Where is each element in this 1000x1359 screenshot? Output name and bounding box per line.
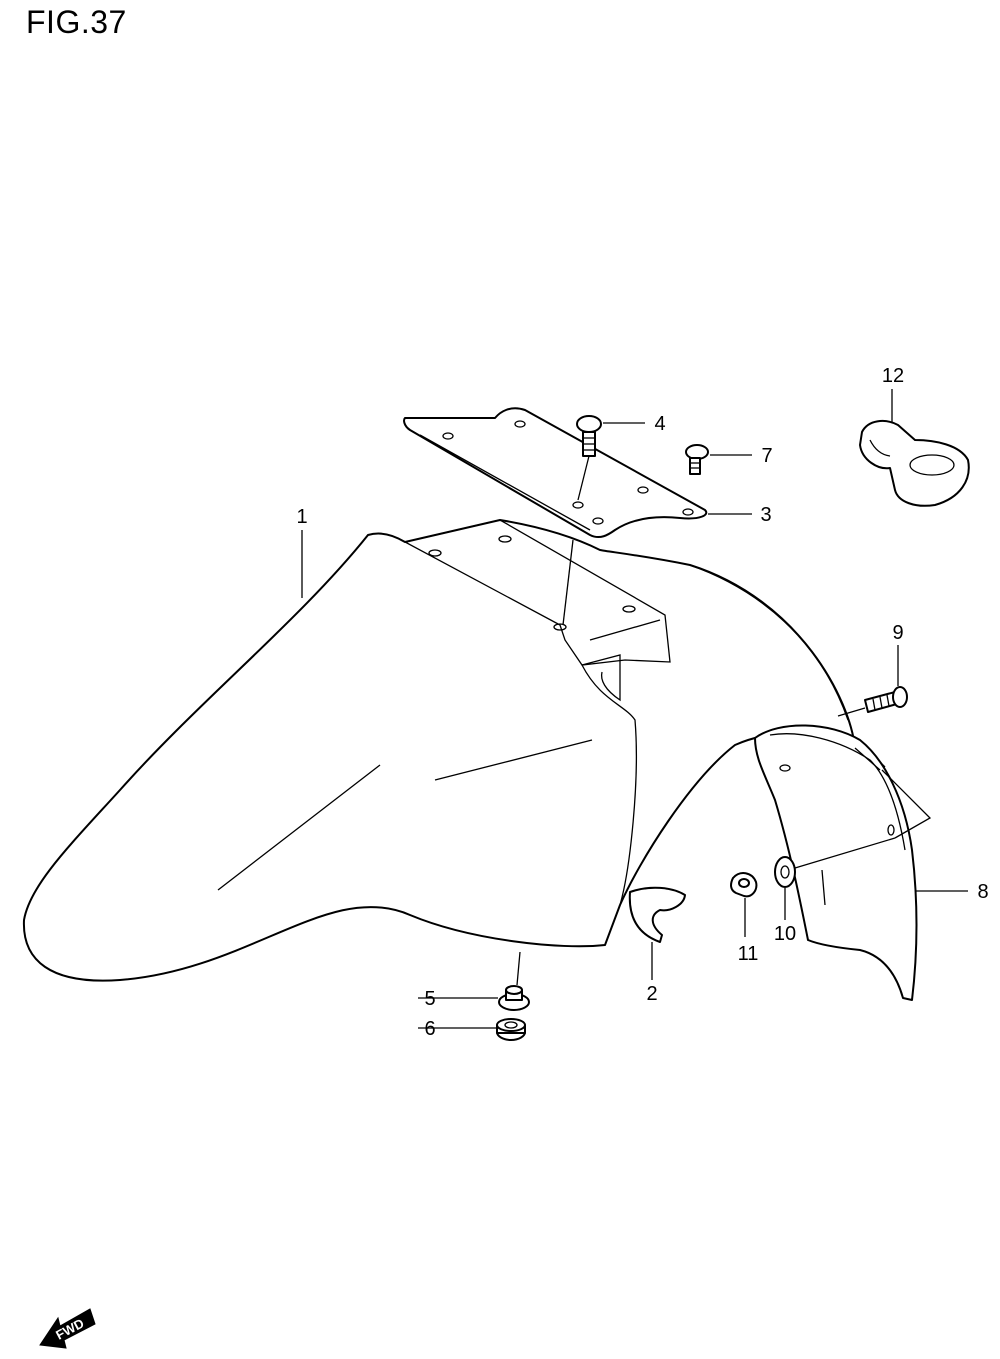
callout-7: 7 bbox=[761, 445, 772, 467]
callout-1: 1 bbox=[296, 506, 307, 528]
assembly-lines bbox=[516, 455, 932, 986]
part-bolt-9 bbox=[864, 686, 908, 713]
part-screw-7 bbox=[685, 444, 709, 475]
callout-2: 2 bbox=[646, 983, 657, 1005]
figure-title: FIG.37 bbox=[26, 4, 127, 40]
part-clip bbox=[628, 886, 686, 943]
part-bracket-plate bbox=[403, 407, 708, 539]
part-cushion bbox=[859, 419, 970, 507]
part-washer bbox=[774, 856, 796, 888]
part-inner-fender bbox=[754, 724, 918, 1001]
callout-3: 3 bbox=[760, 504, 771, 526]
part-bolt-4 bbox=[576, 415, 602, 457]
arrow-icon bbox=[39, 1308, 96, 1349]
callout-11: 11 bbox=[738, 943, 759, 965]
part-nut-5 bbox=[498, 985, 530, 1011]
forward-direction-badge: FWD bbox=[39, 1308, 96, 1349]
part-nut-6 bbox=[496, 1018, 526, 1041]
callout-9: 9 bbox=[892, 622, 903, 644]
callout-labels: 1 2 3 4 5 6 7 8 9 10 11 12 bbox=[296, 365, 988, 1040]
part-front-fender bbox=[22, 519, 856, 982]
callout-12: 12 bbox=[882, 365, 904, 387]
callout-6: 6 bbox=[424, 1018, 435, 1040]
callout-10: 10 bbox=[774, 923, 796, 945]
callout-4: 4 bbox=[654, 413, 665, 435]
callout-8: 8 bbox=[977, 881, 988, 903]
callout-5: 5 bbox=[424, 988, 435, 1010]
leader-lines bbox=[301, 389, 968, 1029]
part-grommet bbox=[730, 872, 758, 898]
